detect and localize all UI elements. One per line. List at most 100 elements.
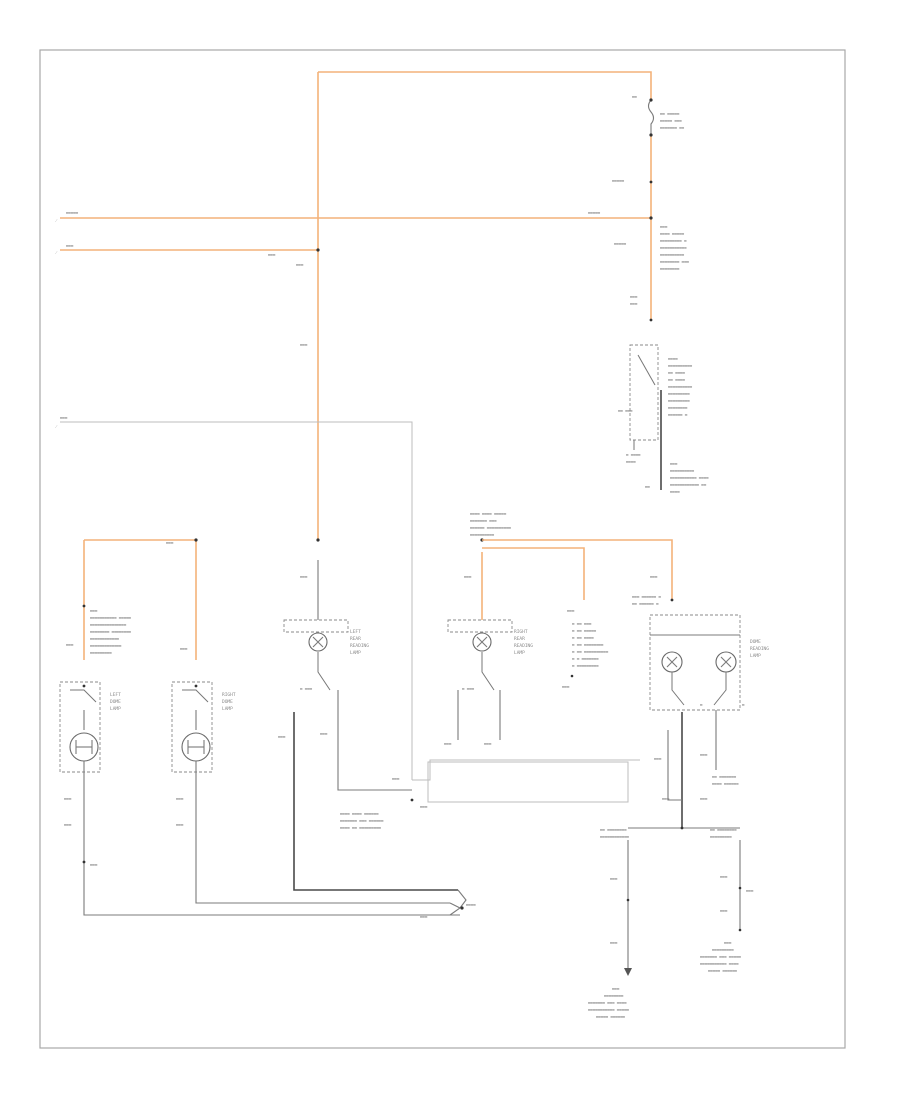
svg-text:▬▬▬: ▬▬▬ [630,301,638,306]
svg-text:▬▬▬: ▬▬▬ [612,986,620,991]
svg-text:▬ ▬▬ ▬▬▬: ▬ ▬▬ ▬▬▬ [572,621,592,626]
svg-text:▬▬▬▬▬▬▬▬▬▬▬▬ ▬▬: ▬▬▬▬▬▬▬▬▬▬▬▬ ▬▬ [670,482,707,487]
svg-text:▬▬▬▬▬▬▬▬: ▬▬▬▬▬▬▬▬ [604,993,624,998]
svg-text:▬▬▬▬▬▬▬▬▬: ▬▬▬▬▬▬▬▬▬ [668,391,690,396]
dome-reading-lamp-label-0: DOME [750,639,761,645]
svg-text:▬▬▬▬▬▬▬▬▬▬▬ ▬▬▬▬▬: ▬▬▬▬▬▬▬▬▬▬▬ ▬▬▬▬▬ [90,615,132,620]
svg-text:⁄: ⁄ [55,218,58,223]
svg-text:▬▬▬: ▬▬▬ [300,574,308,579]
svg-text:▬▬▬▬▬: ▬▬▬▬▬ [612,178,625,183]
right-reading-lamp-label-3: LAMP [514,650,525,656]
svg-text:▬▬: ▬▬ [632,94,637,99]
svg-text:▬▬▬▬ ▬▬▬▬▬▬: ▬▬▬▬ ▬▬▬▬▬▬ [712,781,739,786]
svg-text:▬▬▬▬▬ ▬▬▬▬▬▬: ▬▬▬▬▬ ▬▬▬▬▬▬ [596,1014,625,1019]
svg-text:▬▬▬▬▬ ▬▬▬: ▬▬▬▬▬ ▬▬▬ [660,118,682,123]
svg-text:▬: ▬ [700,702,703,707]
svg-text:▬ ▬▬▬▬▬▬▬▬▬: ▬ ▬▬▬▬▬▬▬▬▬ [572,663,599,668]
left-reading-lamp-label-2: READING [350,643,369,649]
svg-text:▬▬▬: ▬▬▬ [700,752,708,757]
signal-wire-loop: ▬▬▬ ⁄ [55,415,413,780]
left-power-feeds: ▬▬▬▬▬ ▬▬▬ ▬▬▬ ▬▬▬▬▬ ⁄ ⁄ ▬▬▬ ▬▬▬ [55,210,651,347]
svg-text:▬▬▬: ▬▬▬ [268,252,276,257]
lamp-control-module: ▬▬▬ ▬▬▬▬ ▬▬▬▬ ▬▬▬▬▬▬ ▬▬▬▬▬▬▬ ▬▬▬ ▬▬▬▬▬▬ … [340,759,640,830]
svg-text:▬▬▬▬▬▬▬▬▬▬▬▬▬▬▬: ▬▬▬▬▬▬▬▬▬▬▬▬▬▬▬ [90,622,127,627]
svg-text:▬ ▬▬ ▬▬▬▬▬: ▬ ▬▬ ▬▬▬▬▬ [572,628,597,633]
svg-text:▬▬▬▬▬▬▬▬▬: ▬▬▬▬▬▬▬▬▬ [90,650,112,655]
dome-reading-lamp-label-2: LAMP [750,653,761,659]
svg-text:▬▬▬▬▬▬▬ ▬▬▬: ▬▬▬▬▬▬▬ ▬▬▬ [470,518,497,523]
svg-text:▬▬▬▬▬▬▬▬▬▬▬ ▬▬▬▬: ▬▬▬▬▬▬▬▬▬▬▬ ▬▬▬▬ [700,961,739,966]
svg-text:▬▬▬▬▬▬▬ ▬▬▬ ▬▬▬▬: ▬▬▬▬▬▬▬ ▬▬▬ ▬▬▬▬ [588,1000,627,1005]
svg-text:▬▬▬▬▬: ▬▬▬▬▬ [614,241,627,246]
svg-text:▬▬▬: ▬▬▬ [610,876,618,881]
svg-text:▬▬▬▬▬▬▬▬▬▬: ▬▬▬▬▬▬▬▬▬▬ [470,532,495,537]
svg-text:▬▬▬▬ ▬▬▬▬ ▬▬▬▬▬▬: ▬▬▬▬ ▬▬▬▬ ▬▬▬▬▬▬ [340,811,379,816]
svg-text:▬▬ ▬▬▬▬▬: ▬▬ ▬▬▬▬▬ [660,111,680,116]
svg-text:▬▬▬: ▬▬▬ [662,796,670,801]
right-reading-lamp-label-1: REAR [514,636,525,642]
svg-text:▬▬▬: ▬▬▬ [630,294,638,299]
svg-text:▬▬▬: ▬▬▬ [724,940,732,945]
svg-text:▬▬▬: ▬▬▬ [66,243,74,248]
left-dome-lamp-label-0: LEFT [110,692,121,698]
svg-text:▬ ▬▬▬: ▬ ▬▬▬ [462,686,475,691]
svg-text:▬▬: ▬▬ [645,484,650,489]
diagram-frame [39,49,846,1049]
right-reading-lamp-label-0: RIGHT [514,629,528,635]
svg-text:▬ ▬▬▬▬: ▬ ▬▬▬▬ [626,452,641,457]
svg-text:▬▬▬: ▬▬▬ [176,822,184,827]
svg-text:▬▬▬: ▬▬▬ [296,262,304,267]
svg-text:▬▬▬▬▬▬ ▬: ▬▬▬▬▬▬ ▬ [668,412,688,417]
svg-text:▬: ▬ [742,702,745,707]
svg-text:▬▬▬▬▬▬▬▬: ▬▬▬▬▬▬▬▬ [660,266,680,271]
svg-text:▬▬▬: ▬▬▬ [420,914,428,919]
svg-text:▬▬▬▬▬▬▬▬: ▬▬▬▬▬▬▬▬ [668,405,688,410]
svg-text:▬▬▬▬▬: ▬▬▬▬▬ [66,210,79,215]
right-reading-lamp-label-2: READING [514,643,533,649]
svg-text:▬▬ ▬▬▬: ▬▬ ▬▬▬ [618,408,633,413]
left-dome-lamp: LEFT DOME LAMP ▬▬▬ ▬▬▬ ▬▬▬ [59,681,460,916]
svg-text:▬▬▬: ▬▬▬ [392,776,400,781]
svg-text:▬▬▬: ▬▬▬ [300,342,308,347]
ground-left: ▬▬ ▬▬▬▬▬▬▬▬ ▬▬▬▬▬▬▬▬▬▬▬▬ ▬▬▬ ▬▬▬ ▬▬▬ ▬▬▬… [588,827,632,1019]
svg-text:▬▬▬: ▬▬▬ [90,608,98,613]
left-reading-lamp-label-3: LAMP [350,650,361,656]
svg-text:▬▬▬▬▬▬▬ ▬▬: ▬▬▬▬▬▬▬ ▬▬ [660,125,685,130]
svg-text:▬▬▬▬▬▬▬▬▬▬▬ ▬▬▬▬▬: ▬▬▬▬▬▬▬▬▬▬▬ ▬▬▬▬▬ [588,1007,630,1012]
svg-text:▬▬▬▬: ▬▬▬▬ [670,489,680,494]
svg-text:▬▬▬▬▬: ▬▬▬▬▬ [588,210,601,215]
right-relay: ▬▬▬▬ ▬▬▬▬▬▬▬▬▬▬ ▬▬ ▬▬▬▬ ▬▬ ▬▬▬▬ ▬▬▬▬▬▬▬▬… [618,344,709,494]
svg-text:▬▬▬: ▬▬▬ [278,734,286,739]
svg-text:▬▬▬: ▬▬▬ [562,684,570,689]
svg-text:▬▬▬: ▬▬▬ [464,574,472,579]
svg-text:▬ ▬▬ ▬▬▬▬: ▬ ▬▬ ▬▬▬▬ [572,635,594,640]
svg-text:▬▬▬: ▬▬▬ [700,796,708,801]
svg-text:▬▬▬▬▬▬▬ ▬▬▬ ▬▬▬▬▬: ▬▬▬▬▬▬▬ ▬▬▬ ▬▬▬▬▬ [700,954,742,959]
svg-text:▬▬▬▬▬▬▬▬▬▬▬ ▬▬▬▬: ▬▬▬▬▬▬▬▬▬▬▬ ▬▬▬▬ [670,475,709,480]
svg-text:▬▬▬: ▬▬▬ [654,756,662,761]
svg-text:▬▬▬▬ ▬▬▬▬ ▬▬▬▬▬: ▬▬▬▬ ▬▬▬▬ ▬▬▬▬▬ [470,511,507,516]
ground-right: ▬▬ ▬▬▬▬▬▬▬▬ ▬▬▬▬▬▬▬▬▬ ▬▬▬ ▬▬▬ ▬▬▬ ▬▬▬ ▬▬… [700,827,754,973]
svg-text:▬▬▬: ▬▬▬ [660,224,668,229]
svg-text:▬▬▬: ▬▬▬ [420,804,428,809]
svg-text:⁄: ⁄ [55,250,58,255]
svg-text:▬ ▬▬▬: ▬ ▬▬▬ [300,686,313,691]
svg-text:▬▬▬▬▬ ▬▬▬▬▬▬: ▬▬▬▬▬ ▬▬▬▬▬▬ [708,968,737,973]
svg-text:▬▬▬▬▬▬▬▬ ▬▬▬: ▬▬▬▬▬▬▬▬ ▬▬▬ [660,259,689,264]
top-right-fuse: ▬▬ ▬▬ ▬▬▬▬▬ ▬▬▬▬▬ ▬▬▬ ▬▬▬▬▬▬▬ ▬▬ ▬▬▬▬▬ [612,94,685,184]
left-dome-lamp-label-1: DOME [110,699,121,705]
svg-text:▬▬▬: ▬▬▬ [66,642,74,647]
svg-text:▬▬▬: ▬▬▬ [180,646,188,651]
svg-text:▬ ▬ ▬▬▬▬▬▬▬: ▬ ▬ ▬▬▬▬▬▬▬ [572,656,599,661]
svg-text:▬▬▬▬ ▬▬▬▬▬: ▬▬▬▬ ▬▬▬▬▬ [660,231,685,236]
right-rear-reading-lamp: RIGHT REAR READING LAMP ▬ ▬▬▬ ▬▬▬ ▬▬▬ [444,619,533,746]
left-reading-lamp-label-0: LEFT [350,629,361,635]
svg-text:▬▬ ▬▬▬▬▬▬▬▬: ▬▬ ▬▬▬▬▬▬▬▬ [710,827,737,832]
svg-text:▬ ▬▬ ▬▬▬▬▬▬▬▬: ▬ ▬▬ ▬▬▬▬▬▬▬▬ [572,642,604,647]
svg-text:⁄: ⁄ [55,424,58,429]
svg-text:▬▬▬ ▬▬▬▬▬▬ ▬: ▬▬▬ ▬▬▬▬▬▬ ▬ [632,594,661,599]
svg-text:▬▬▬: ▬▬▬ [320,731,328,736]
power-feed-top [317,71,652,540]
svg-text:▬▬▬▬▬▬▬▬▬: ▬▬▬▬▬▬▬▬▬ [712,947,734,952]
